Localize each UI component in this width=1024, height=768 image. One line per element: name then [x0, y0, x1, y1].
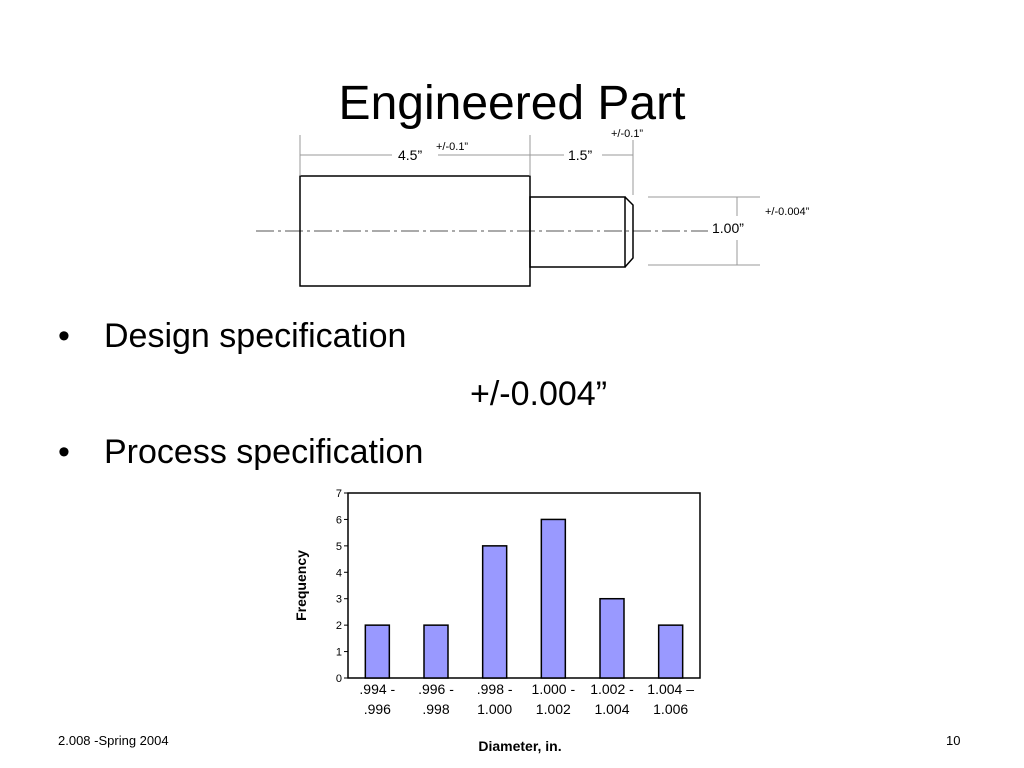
bar-6 — [657, 624, 684, 679]
design-spec-value: +/-0.004” — [470, 375, 608, 413]
y-tick-label: 1 — [336, 647, 342, 659]
footer-course-label: 2.008 -Spring 2004 — [58, 733, 169, 748]
bullet-design-specification: • Design specification — [58, 316, 406, 356]
bullet-dot-icon: • — [58, 317, 70, 355]
dim-diameter-label: 1.00” — [712, 220, 744, 236]
dim-length-1-label: 4.5” — [398, 147, 422, 163]
bar-1 — [364, 624, 391, 679]
y-tick-label: 4 — [336, 567, 342, 579]
bullet-process-specification: • Process specification — [58, 432, 423, 472]
y-tick-label: 0 — [336, 673, 342, 685]
engineering-drawing: 4.5” +/-0.1” 1.5” +/-0.1” 1.00” +/-0.004… — [256, 128, 810, 287]
page-number: 10 — [946, 733, 961, 748]
part-chamfer — [624, 196, 634, 268]
x-tick-label: 1.000 - — [532, 681, 576, 697]
bullet-text: Process specification — [104, 433, 424, 471]
bar-3 — [481, 545, 508, 679]
bullet-dot-icon: • — [58, 433, 70, 471]
x-tick-label: .998 — [422, 701, 449, 717]
x-tick-label: 1.004 – — [647, 681, 694, 697]
slide-title: Engineered Part — [338, 77, 686, 130]
part-shaft — [529, 196, 626, 268]
dim-tol-2-label: +/-0.1” — [611, 128, 643, 140]
dim-tol-1-label: +/-0.1” — [436, 141, 468, 153]
y-tick-label: 7 — [336, 488, 342, 500]
y-tick-label: 3 — [336, 594, 342, 606]
chart-x-axis-label: Diameter, in. — [478, 738, 562, 754]
bar-5 — [599, 597, 625, 679]
x-tick-label: 1.000 — [477, 701, 512, 717]
dim-length-2-label: 1.5” — [568, 147, 592, 163]
x-tick-label: .996 - — [418, 681, 454, 697]
x-tick-label: .998 - — [477, 681, 513, 697]
x-tick-label: .994 - — [359, 681, 395, 697]
y-tick-label: 5 — [336, 541, 342, 553]
x-tick-label: 1.004 — [594, 701, 629, 717]
chart-plot-area — [347, 492, 701, 679]
x-tick-label: 1.006 — [653, 701, 688, 717]
frequency-histogram: 0 1 2 3 4 5 6 7 .994 - .996 .996 - .998 .998 - 1.000 1… — [293, 488, 701, 717]
chart-y-axis-label: Frequency — [293, 550, 309, 621]
bar-4 — [540, 518, 567, 679]
bar-2 — [423, 624, 449, 679]
x-tick-label: .996 — [364, 701, 391, 717]
y-tick-label: 6 — [336, 514, 342, 526]
y-tick-label: 2 — [336, 620, 342, 632]
bullet-text: Design specification — [104, 317, 407, 355]
x-tick-label: 1.002 — [536, 701, 571, 717]
dim-tol-diameter-label: +/-0.004” — [765, 206, 810, 218]
x-tick-label: 1.002 - — [590, 681, 634, 697]
